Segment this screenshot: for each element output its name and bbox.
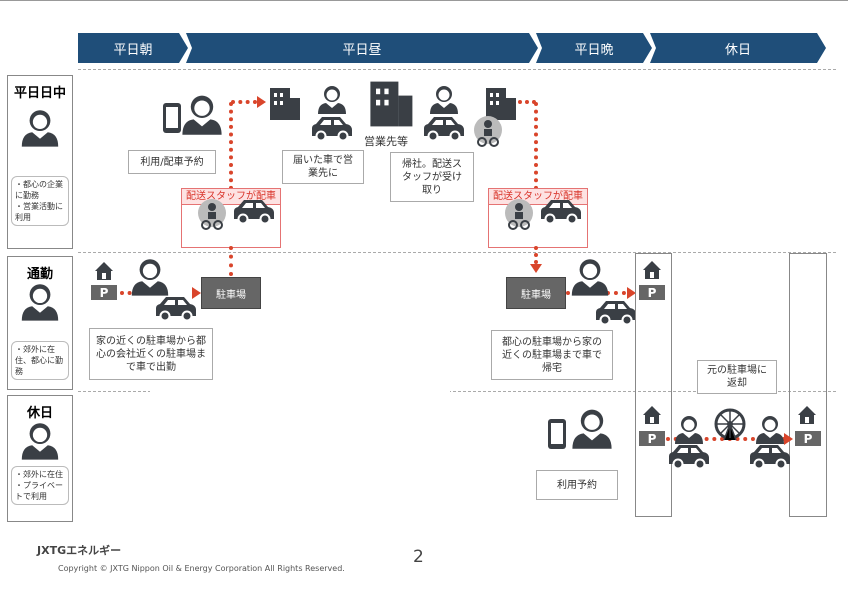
home-parking-column [789, 253, 827, 517]
person-icon [756, 416, 784, 444]
route-line [518, 100, 536, 104]
persona-description: ・都心の企業に勤務・営業活動に利用 [11, 176, 69, 226]
arrow-icon [784, 433, 793, 445]
commute-out-bubble: 都心の駐車場から家の近くの駐車場まで車で帰宅 [491, 330, 613, 380]
staff-dispatch-label: 配送スタッフが配車 [489, 189, 587, 205]
divider [78, 252, 836, 253]
ferris-wheel-icon [714, 408, 746, 441]
page-number: 2 [413, 547, 424, 567]
route-line [231, 100, 257, 104]
persona-weekday-day: 平日日中 ・都心の企業に勤務・営業活動に利用 [7, 75, 73, 249]
route-line [534, 246, 538, 264]
house-icon [643, 261, 661, 279]
persona-title: 休日 [26, 406, 53, 421]
persona-holiday: 休日 ・郊外に在住・プライベートで利用 [7, 395, 73, 522]
divider [78, 391, 836, 392]
person-icon [572, 409, 612, 449]
staff-dispatch-morning: 配送スタッフが配車 [181, 188, 281, 248]
delivered-bubble: 届いた車で営業先に [282, 150, 364, 184]
staff-dispatch-evening: 配送スタッフが配車 [488, 188, 588, 248]
arrow-icon [192, 287, 201, 299]
commute-in-bubble: 家の近くの駐車場から都心の会社近くの駐車場まで車で出勤 [89, 328, 213, 380]
parking-lot-box: 駐車場 [506, 277, 566, 309]
route-line [229, 246, 233, 276]
arrow-icon [257, 96, 266, 108]
parking-p-icon: P [639, 431, 665, 446]
persona-title: 平日日中 [13, 86, 66, 101]
person-icon [675, 416, 703, 444]
return-lot-bubble: 元の駐車場に返却 [697, 360, 777, 394]
parking-lot-box: 駐車場 [201, 277, 261, 309]
weekend-reserve-bubble: 利用予約 [536, 470, 618, 500]
parking-p-icon: P [639, 285, 665, 300]
persona-description: ・郊外に在住・プライベートで利用 [11, 466, 69, 505]
phase-weekday-morning: 平日朝 [78, 33, 188, 63]
car-icon [155, 296, 197, 322]
parking-p-icon: P [91, 285, 117, 300]
copyright: Copyright © JXTG Nippon Oil & Energy Cor… [58, 564, 345, 573]
staff-dispatch-label: 配送スタッフが配車 [182, 189, 280, 205]
home-parking-column [635, 253, 672, 517]
persona-title: 通勤 [26, 267, 53, 282]
parking-p-icon: P [795, 431, 821, 446]
reserve-bubble: 利用/配車予約 [128, 150, 216, 174]
company-logo: JXTGエネルギー [37, 544, 122, 557]
sales-destination-label: 営業先等 [364, 135, 408, 148]
arrow-down-icon [530, 264, 542, 273]
phase-weekday-daytime: 平日昼 [186, 33, 538, 63]
arrow-icon [627, 287, 636, 299]
top-border [0, 0, 848, 1]
return-bubble: 帰社。配送スタッフが受け取り [390, 152, 474, 202]
divider [78, 69, 836, 70]
persona-commute: 通勤 ・郊外に在住、都心に勤務 [7, 256, 73, 390]
phase-holiday: 休日 [650, 33, 826, 63]
persona-description: ・郊外に在住、都心に勤務 [11, 341, 69, 380]
route-line [534, 102, 538, 190]
woman-icon [571, 259, 609, 296]
route-line [229, 102, 233, 190]
phase-weekday-evening: 平日晩 [536, 33, 652, 63]
